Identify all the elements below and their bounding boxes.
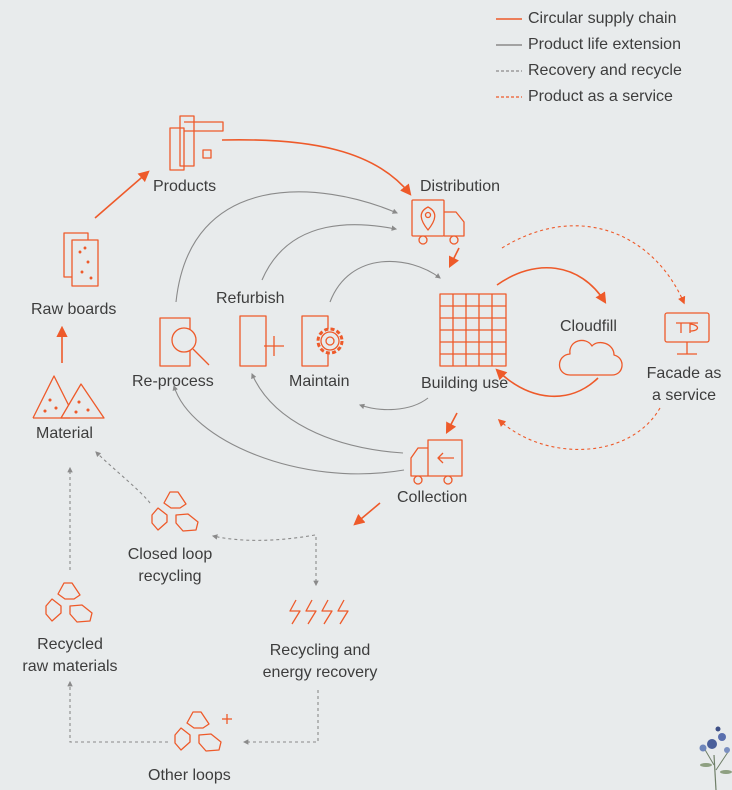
label-raw-boards: Raw boards <box>31 301 117 318</box>
label-distribution: Distribution <box>420 178 501 195</box>
legend-item-product-as-a-service: Product as a service <box>494 86 732 108</box>
label-closed-loop-line2: recycling <box>138 568 202 585</box>
flower-decoration <box>699 726 732 790</box>
legend-item-recovery-and-recycle: Recovery and recycle <box>494 60 732 82</box>
label-other-loops: Other loops <box>148 767 231 784</box>
arrow-maintain-to-building <box>329 260 441 303</box>
monitor-icon <box>664 312 710 355</box>
magnifier-icon <box>159 317 210 367</box>
arrow-collection-to-closedloop <box>211 534 316 541</box>
arrow-reprocess-to-distribution <box>175 191 399 303</box>
label-maintain: Maintain <box>289 373 350 390</box>
legend-item-circular-supply-chain: Circular supply chain <box>494 8 732 30</box>
arrow-facade-service-back <box>497 407 661 450</box>
truck-location-icon <box>411 199 465 245</box>
label-recycling-energy-line2: energy recovery <box>262 664 378 681</box>
label-facade-service-line2: a service <box>651 387 717 404</box>
label-reprocess: Re-process <box>132 373 214 390</box>
arrow-building-to-cloudfill <box>496 266 607 304</box>
label-building-use: Building use <box>421 375 509 392</box>
supply-chain-arrows <box>56 138 607 526</box>
arrow-refurbish-to-distribution <box>261 224 398 281</box>
arrow-rawboards-to-products <box>94 170 150 219</box>
legend-label: Product as a service <box>528 88 673 105</box>
legend-label: Circular supply chain <box>528 10 677 27</box>
products-icon <box>169 115 224 171</box>
label-collection: Collection <box>397 489 468 506</box>
arrow-collection-to-refurbish <box>251 372 404 454</box>
boards-icon <box>63 232 99 287</box>
recycle-icon-raw <box>45 582 93 623</box>
recycle-plus-icon <box>174 711 232 752</box>
recycle-icon <box>151 491 199 532</box>
label-products: Products <box>153 178 217 195</box>
arrow-distribution-to-building <box>448 247 460 269</box>
cloud-icon <box>558 339 623 376</box>
arrow-products-to-distribution <box>221 138 412 196</box>
label-recycling-energy-line1: Recycling and <box>269 642 371 659</box>
arrow-collection-to-reprocess <box>172 384 405 475</box>
label-refurbish: Refurbish <box>216 290 285 307</box>
recycle-arrows <box>67 451 319 745</box>
legend-label: Product life extension <box>528 36 681 53</box>
label-material: Material <box>36 425 93 442</box>
gear-icon <box>301 315 344 367</box>
legend-label: Recovery and recycle <box>528 62 682 79</box>
legend-item-product-life-extension: Product life extension <box>494 34 732 56</box>
arrow-recycling-to-otherloops <box>242 690 319 745</box>
arrow-cloudfill-to-building <box>495 368 599 397</box>
truck-return-icon <box>410 439 463 485</box>
arrow-building-to-maintain <box>358 397 429 411</box>
arrow-building-to-collection <box>445 412 458 434</box>
grid-facade-icon <box>439 293 507 367</box>
label-closed-loop-line1: Closed loop <box>127 546 213 563</box>
label-recycled-raw-line2: raw materials <box>22 658 118 675</box>
material-piles-icon <box>32 375 105 419</box>
arrow-to-facade-service <box>501 225 686 305</box>
panel-plus-icon <box>239 315 284 367</box>
life-extension-arrows <box>172 191 441 475</box>
label-facade-service-line1: Facade as <box>646 365 722 382</box>
label-cloudfill: Cloudfill <box>560 318 617 335</box>
label-recycled-raw-line1: Recycled <box>37 636 103 653</box>
arrow-otherloops-to-recycledraw <box>67 680 168 743</box>
arrow-collection-to-recycling <box>353 502 381 526</box>
service-arrows <box>497 225 686 450</box>
lightning-icon <box>289 599 349 625</box>
arrow-closedloop-to-material <box>95 451 151 504</box>
